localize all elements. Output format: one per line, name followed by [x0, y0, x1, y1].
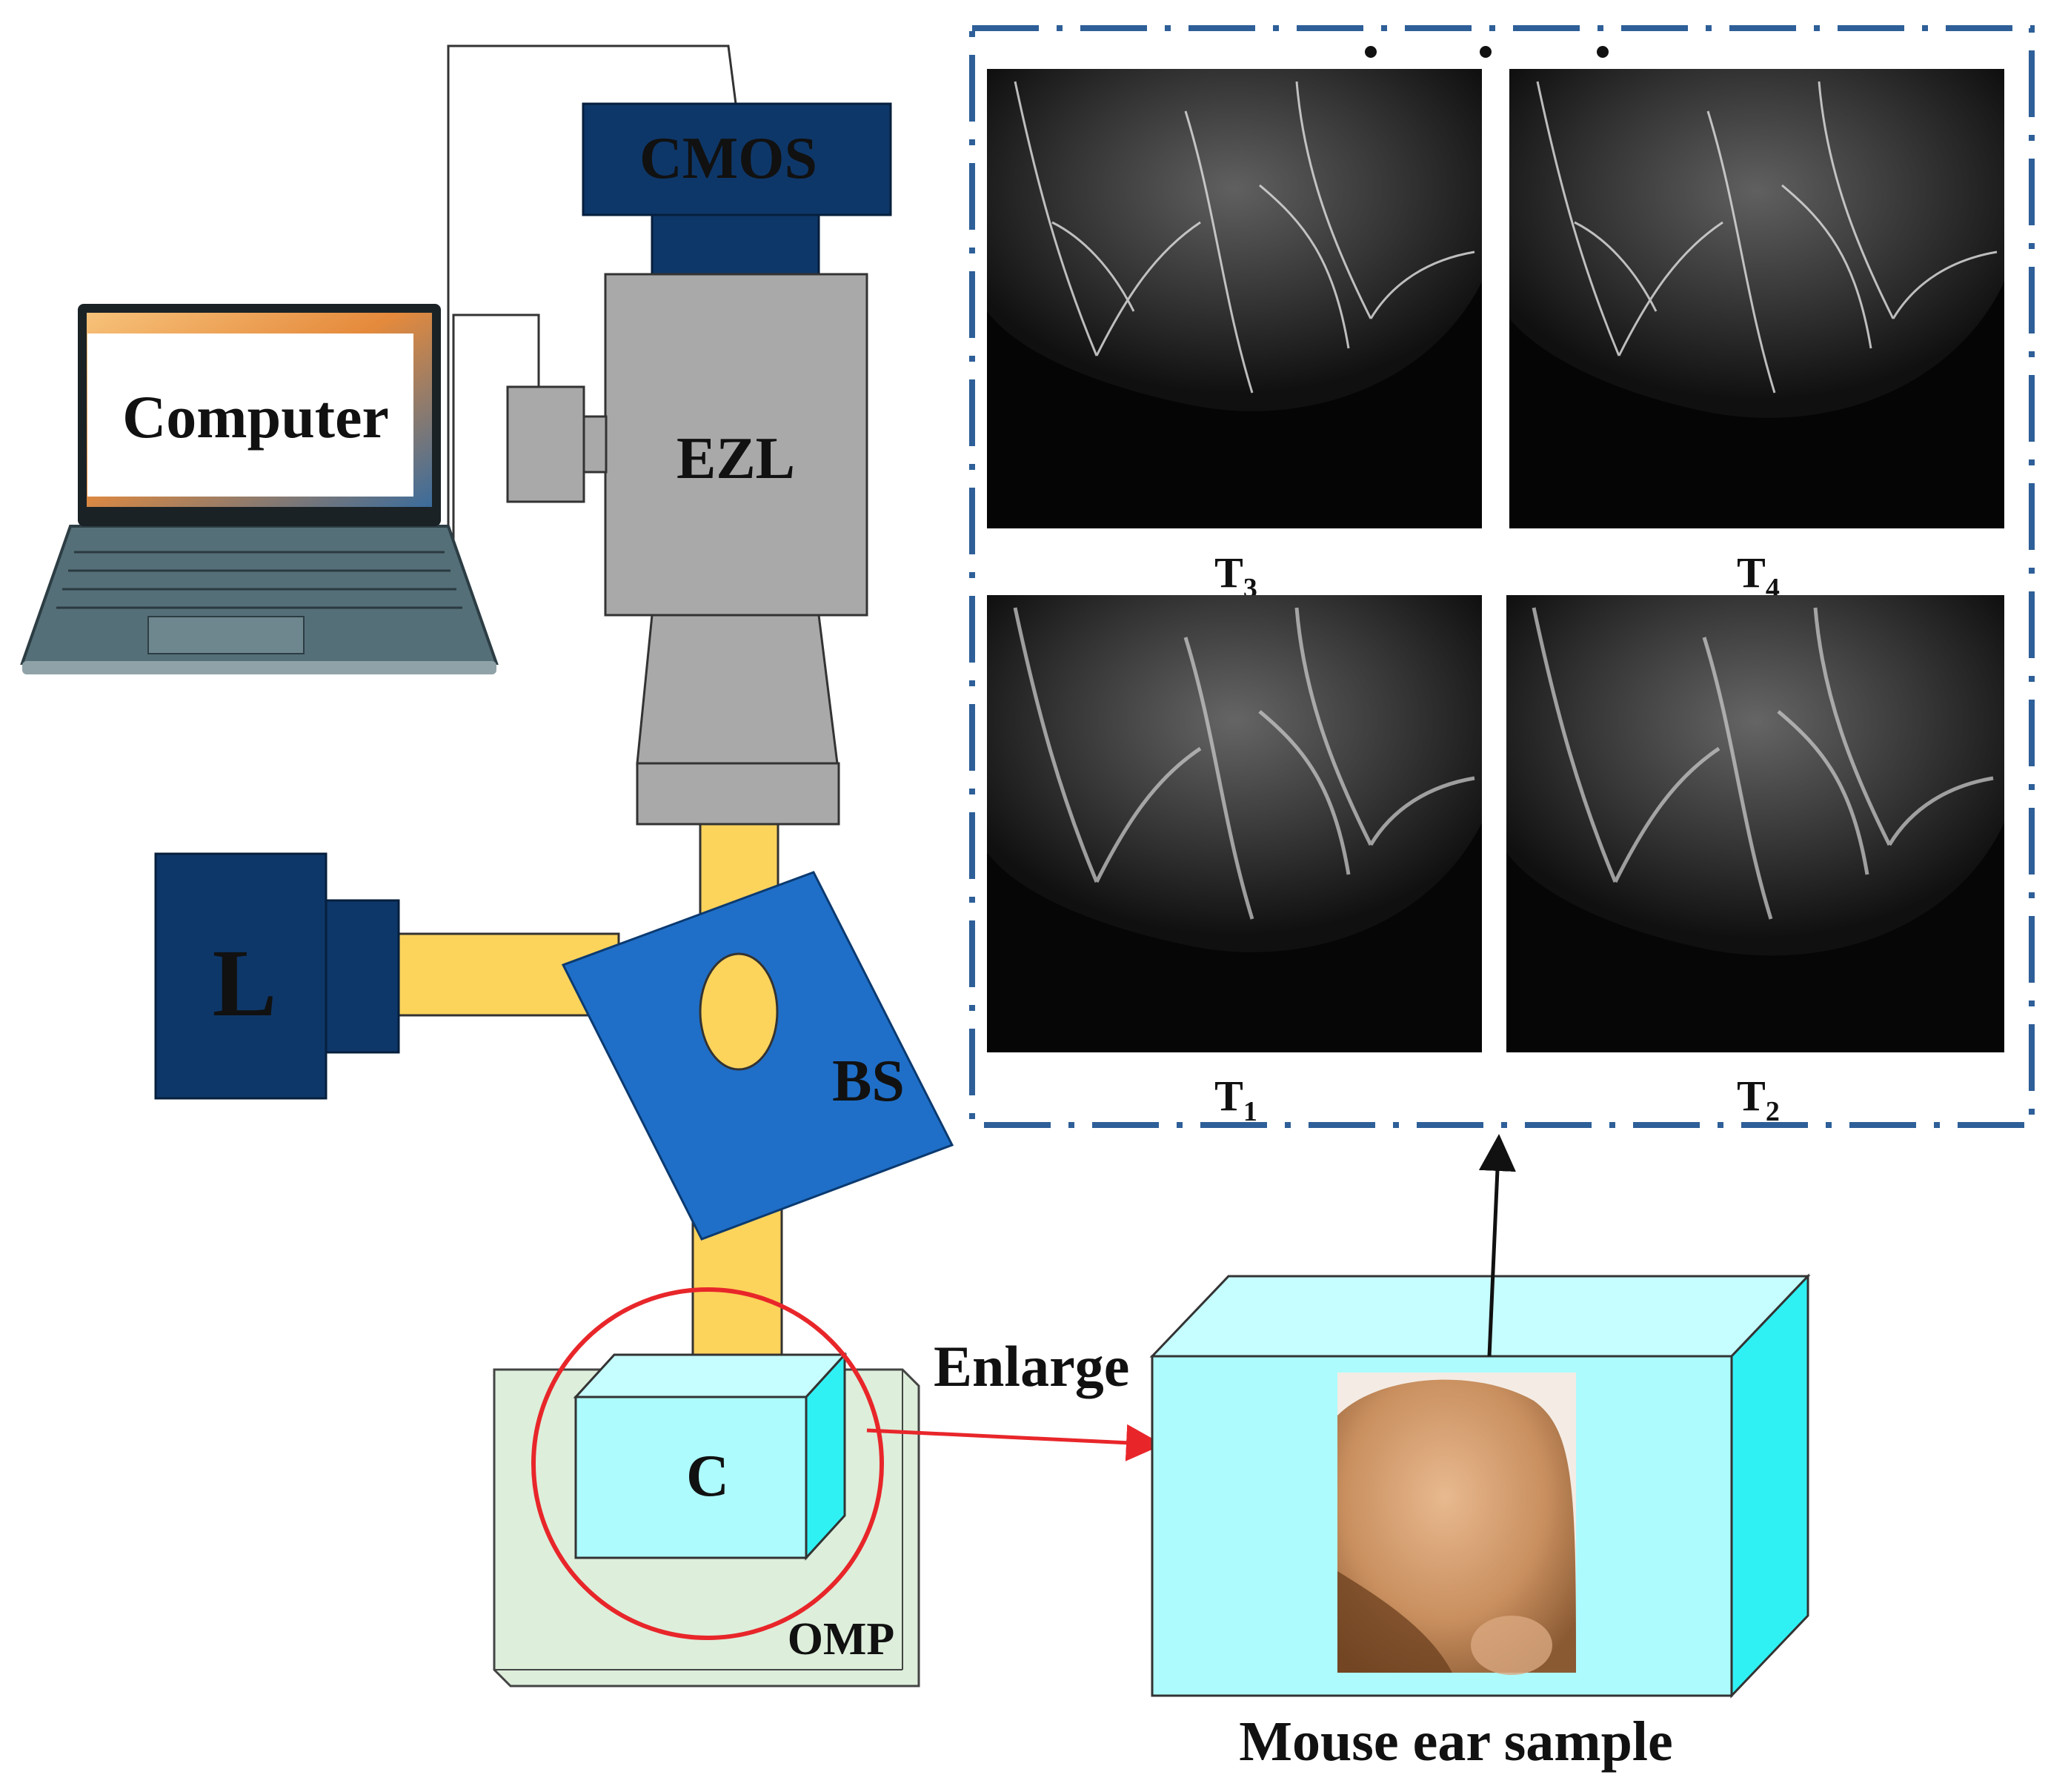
beam-splitter-label: BS	[832, 1049, 905, 1114]
objective-base	[636, 762, 840, 826]
vessel-panel-t4	[1509, 69, 2004, 528]
camera-adapter	[651, 213, 820, 276]
cmos-camera: CMOS	[582, 102, 892, 216]
laptop-icon: Computer	[20, 304, 499, 674]
vessel-panel-t1	[987, 595, 1482, 1052]
ezl-label: EZL	[676, 426, 795, 491]
light-source-label: L	[213, 930, 277, 1037]
objective-cone	[636, 614, 839, 765]
computer-label: Computer	[122, 383, 389, 451]
mouse-ear-photo	[1337, 1373, 1576, 1675]
beam-spot	[699, 952, 779, 1071]
image-output-arrow	[1478, 1134, 1516, 1357]
vessel-panel-t3	[987, 69, 1482, 528]
ellipsis-dots	[1365, 46, 1609, 58]
enlarge-highlight-circle	[531, 1287, 884, 1640]
label-t1: T1	[1214, 1072, 1257, 1127]
label-t3: T3	[1214, 548, 1257, 604]
chamber-label: C	[686, 1444, 729, 1509]
keyboard-grid	[56, 551, 462, 609]
enlarge-label: Enlarge	[934, 1334, 1129, 1398]
cmos-label: CMOS	[639, 126, 817, 191]
sample-chamber: C	[573, 1352, 848, 1561]
motor-cable	[452, 313, 540, 608]
omp-label: OMP	[788, 1614, 895, 1665]
label-t2: T2	[1737, 1072, 1780, 1127]
focus-motor	[506, 385, 585, 503]
enlarge-arrow	[866, 1424, 1163, 1461]
zoom-lens: EZL	[604, 273, 868, 617]
timelapse-frame	[969, 25, 2035, 1128]
sample-caption: Mouse ear sample	[1239, 1710, 1672, 1773]
vessel-panel-t2	[1506, 595, 2004, 1052]
light-source: L	[154, 852, 400, 1100]
camera-cable	[447, 44, 737, 608]
beam-splitter: BS	[561, 871, 954, 1241]
